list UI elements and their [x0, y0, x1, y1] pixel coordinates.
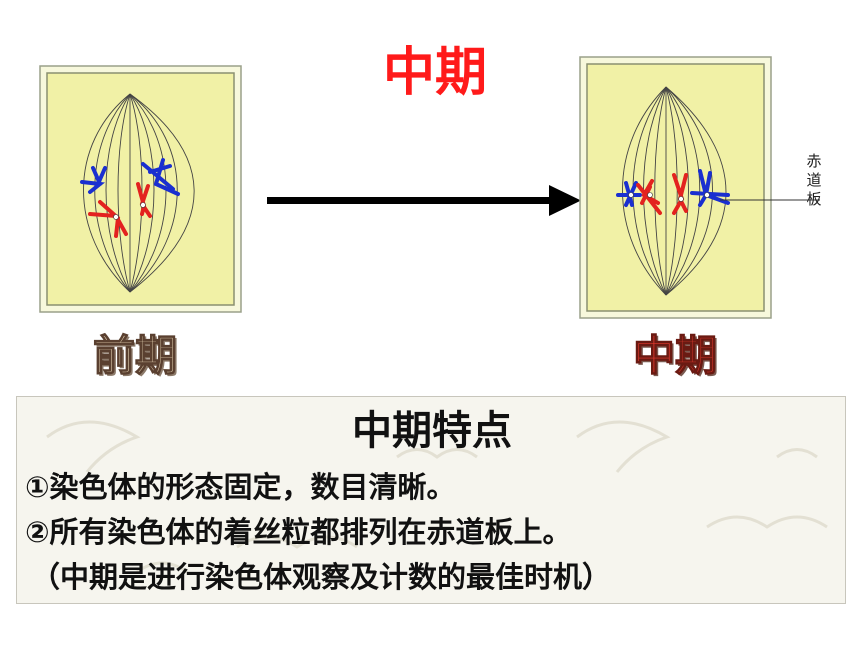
decorative-background — [46, 420, 828, 574]
metaphase-label: 中期 — [632, 330, 717, 380]
panel-line-1: ①染色体的形态固定，数目清晰。 — [25, 470, 456, 504]
prophase-cell-diagram — [39, 65, 242, 313]
equator-pointer-line — [720, 199, 820, 201]
panel-line-3: （中期是进行染色体观察及计数的最佳时机） — [31, 560, 612, 594]
panel-line-2: ②所有染色体的着丝粒都排列在赤道板上。 — [25, 515, 572, 549]
equatorial-plate-label: 赤道板 — [806, 152, 822, 208]
transition-arrow — [267, 185, 581, 216]
page-title: 中期 — [382, 43, 487, 103]
prophase-label: 前期 — [92, 330, 177, 380]
metaphase-cell-diagram — [579, 56, 772, 319]
panel-title: 中期特点 — [352, 408, 512, 454]
characteristics-panel: 中期特点 ①染色体的形态固定，数目清晰。 ②所有染色体的着丝粒都排列在赤道板上。… — [16, 396, 846, 604]
